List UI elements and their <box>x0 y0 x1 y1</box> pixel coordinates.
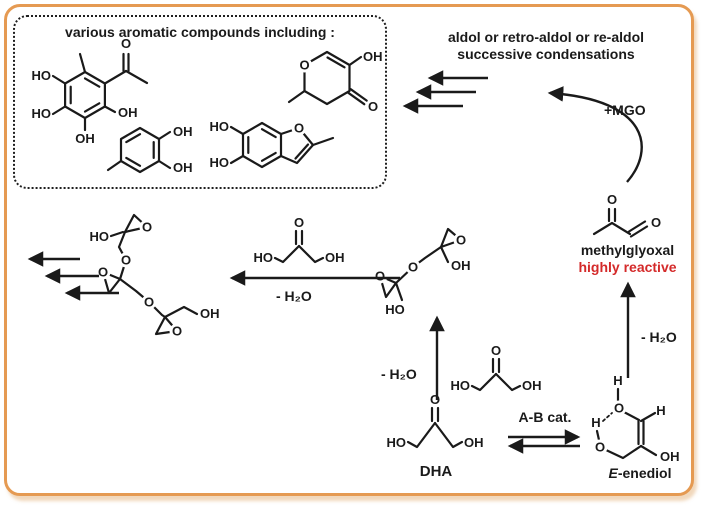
atom-label: HO <box>32 106 52 121</box>
molecule-benzofurandiol: O HO HO <box>210 119 335 170</box>
atom-label: OH <box>200 306 220 321</box>
atom-label: HO <box>210 155 230 170</box>
atom-label: HO <box>90 229 110 244</box>
aromatic-box-title: various aromatic compounds including : <box>65 24 335 40</box>
atom-label: O <box>121 253 131 268</box>
molecule-methylglyoxal: O O <box>592 192 661 238</box>
atom-label: OH <box>325 250 345 265</box>
minus-water-label-dha: - H₂O <box>381 366 417 382</box>
enediol-name: E-enediol <box>592 465 688 481</box>
molecule-dha-copy-mid: O HO OH <box>451 343 542 393</box>
highly-reactive-note: highly reactive <box>578 259 677 275</box>
dha-name: DHA <box>419 463 453 480</box>
equilibrium-arrows <box>507 429 581 454</box>
molecule-epoxide-trimer: HO O O O O O OH <box>90 213 220 339</box>
atom-label: O <box>375 269 385 284</box>
atom-label: O <box>368 99 378 114</box>
ab-catalyst-label: A-B cat. <box>518 409 572 425</box>
atom-label: O <box>595 440 605 455</box>
atom-label: O <box>294 215 304 230</box>
atom-label: O <box>614 401 624 416</box>
atom-label: HO <box>451 378 471 393</box>
methylglyoxal-name: methylglyoxal <box>580 242 675 258</box>
molecule-enediol: H O H OH O H <box>591 373 679 464</box>
plus-mgo-label: +MGO <box>604 102 646 118</box>
molecule-epoxide-dimer: O O O OH HO <box>372 227 471 317</box>
molecule-pyranone: O OH O <box>287 49 383 114</box>
atom-label: OH <box>75 131 95 146</box>
atom-label: OH <box>118 105 138 120</box>
atom-label: OH <box>464 435 484 450</box>
enediol-name-suffix: -enediol <box>617 465 672 481</box>
atom-label: O <box>456 233 466 248</box>
atom-label: HO <box>387 435 407 450</box>
atom-label: OH <box>451 258 471 273</box>
aromatic-compounds-box: various aromatic compounds including : <box>13 15 387 189</box>
atom-label: HO <box>32 68 52 83</box>
atom-label: O <box>121 36 131 51</box>
successive-condensation-arrows-left <box>27 251 119 301</box>
atom-label: O <box>172 324 182 339</box>
atom-label: O <box>430 392 440 407</box>
atom-label: OH <box>173 124 193 139</box>
atom-label: O <box>299 58 309 73</box>
atom-label: H <box>591 415 600 430</box>
aldol-caption-line1: aldol or retro-aldol or re-aldol <box>447 29 645 45</box>
atom-label: OH <box>173 160 193 175</box>
atom-label: O <box>607 192 617 207</box>
atom-label: O <box>142 220 152 235</box>
atom-label: O <box>294 121 304 136</box>
atom-label: H <box>613 373 622 388</box>
molecule-methylcatechol: OH OH <box>106 124 193 175</box>
molecule-tetrahydroxyacetophenone: O HO HO OH OH <box>32 36 149 146</box>
atom-label: O <box>491 343 501 358</box>
atom-label: O <box>408 260 418 275</box>
atom-label: H <box>656 403 665 418</box>
atom-label: OH <box>363 49 383 64</box>
atom-label: O <box>144 295 154 310</box>
enediol-name-prefix: E <box>608 465 618 481</box>
atom-label: HO <box>210 119 230 134</box>
atom-label: O <box>98 265 108 280</box>
atom-label: HO <box>385 302 405 317</box>
atom-label: O <box>651 215 661 230</box>
molecule-dha: O HO OH <box>387 392 484 450</box>
molecule-dha-copy-left: O HO OH <box>254 215 345 265</box>
atom-label: HO <box>254 250 274 265</box>
atom-label: OH <box>660 449 680 464</box>
arrow-curved-mgo-addition <box>547 86 643 183</box>
successive-condensation-arrows-top <box>402 70 488 114</box>
atom-label: OH <box>522 378 542 393</box>
minus-water-label-condensation: - H₂O <box>276 288 312 304</box>
minus-water-label-enediol: - H₂O <box>641 329 677 345</box>
aldol-caption-line2: successive condensations <box>457 46 635 62</box>
